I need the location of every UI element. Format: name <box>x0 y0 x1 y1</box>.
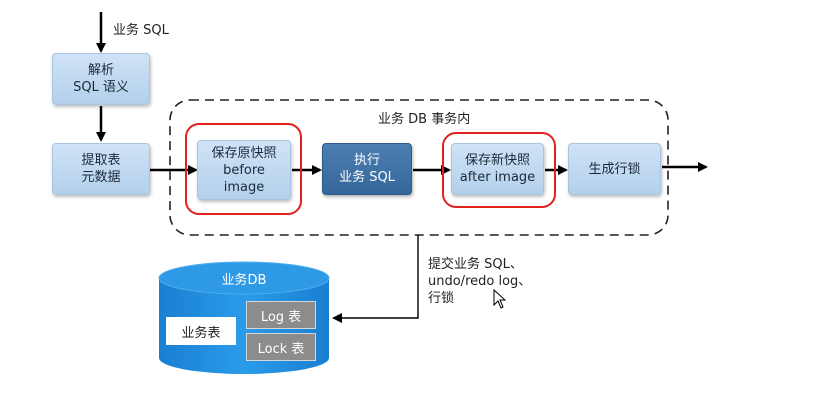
after-image-node: 保存新快照 after image <box>451 143 544 195</box>
commit-note: 提交业务 SQL、 undo/redo log、 行锁 <box>428 256 531 307</box>
before-image-node: 保存原快照 before image <box>197 140 291 200</box>
after-image-highlight <box>442 132 556 208</box>
arrow-commit-to-db <box>332 235 419 323</box>
log-table-box: Log 表 <box>246 301 316 329</box>
after-line-2: after image <box>459 170 536 185</box>
lock-table-box: Lock 表 <box>246 333 316 361</box>
extract-line-2: 元数据 <box>81 170 121 185</box>
lock-line-1: 生成行锁 <box>588 161 641 177</box>
execute-sql-node: 执行 业务 SQL <box>322 143 412 195</box>
extract-line-1: 提取表 <box>81 153 121 168</box>
generate-row-lock-node: 生成行锁 <box>568 143 661 195</box>
mouse-cursor-icon <box>493 289 507 309</box>
commit-note-line-1: 提交业务 SQL、 <box>428 257 523 272</box>
transaction-group-border <box>169 99 669 236</box>
commit-note-line-2: undo/redo log、 <box>428 274 532 289</box>
database-title: 业务DB <box>221 273 267 288</box>
execute-line-2: 业务 SQL <box>339 170 395 185</box>
commit-note-line-3: 行锁 <box>428 291 455 306</box>
input-sql-label: 业务 SQL <box>113 23 169 38</box>
after-line-1: 保存新快照 <box>464 153 530 168</box>
before-line-3: image <box>223 179 265 195</box>
parse-line-2: SQL 语义 <box>73 80 129 95</box>
transaction-group-label: 业务 DB 事务内 <box>378 112 471 127</box>
before-line-1: 保存原快照 <box>211 145 277 161</box>
parse-line-1: 解析 <box>87 63 114 78</box>
parse-sql-node: 解析 SQL 语义 <box>52 53 150 105</box>
before-image-highlight <box>185 123 302 215</box>
extract-metadata-node: 提取表 元数据 <box>52 143 150 195</box>
execute-line-1: 执行 <box>353 153 380 168</box>
business-table-box: 业务表 <box>166 317 236 345</box>
before-line-2: before <box>223 162 265 178</box>
